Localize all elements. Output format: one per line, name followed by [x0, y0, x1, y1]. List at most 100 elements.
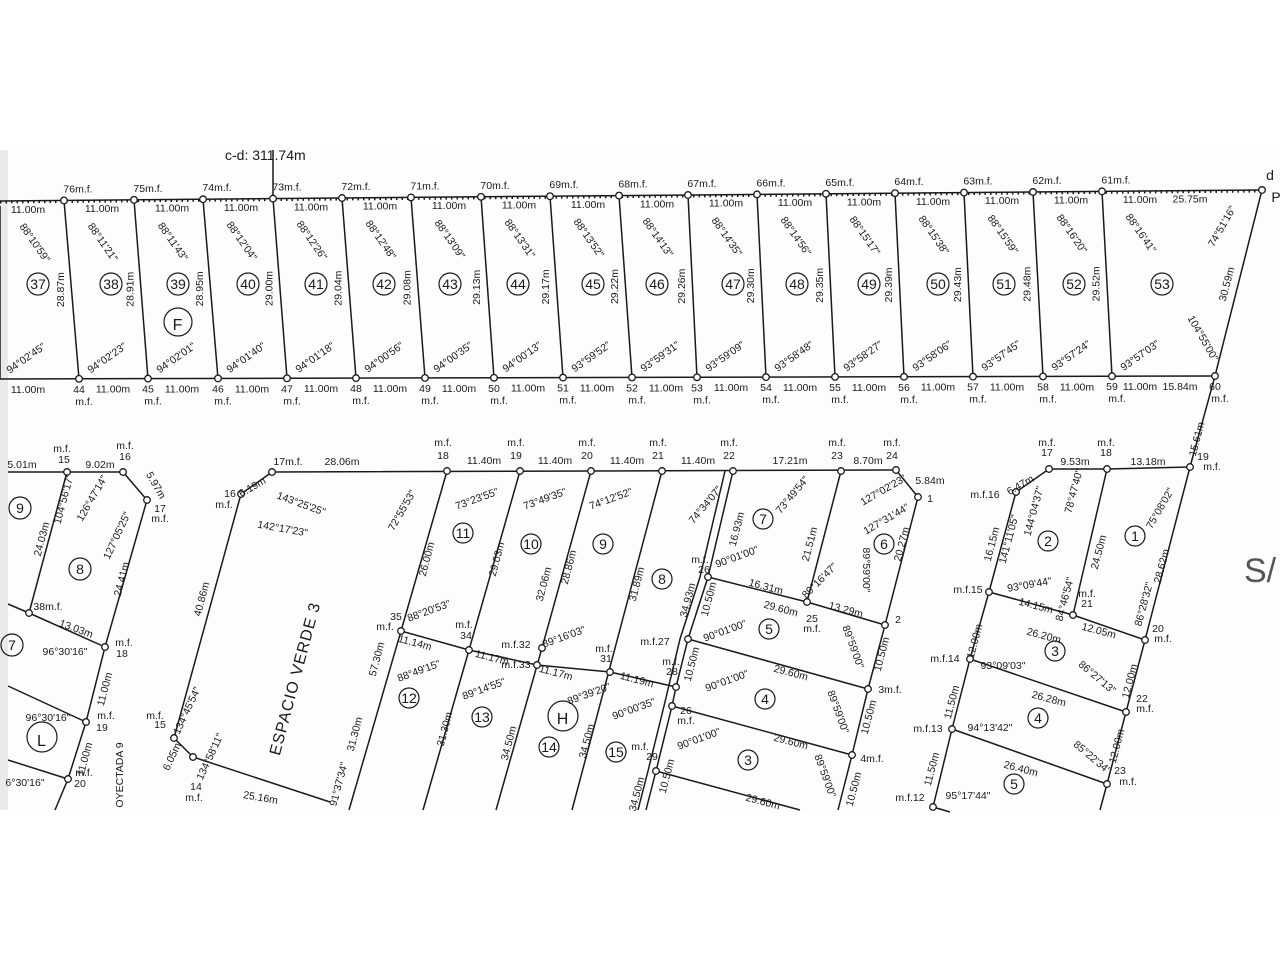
- lot-front-length: 11.40m: [681, 455, 715, 467]
- dimension-label: m.f.: [1078, 588, 1096, 600]
- monument-label: m.f.: [75, 396, 93, 408]
- monument-label: 18: [437, 450, 449, 462]
- dimension-label: m.f.12: [895, 792, 924, 804]
- dimension-label: m.f.: [1136, 703, 1154, 715]
- dimension-label: m.f.: [116, 440, 134, 452]
- monument-label: 21: [652, 450, 664, 462]
- lot-side-length: 28.87m: [55, 272, 67, 307]
- monument-marker-icon: [1103, 465, 1111, 473]
- lot-front-length: 11.00m: [985, 195, 1019, 207]
- lot-side-length: 29.00m: [264, 271, 276, 306]
- lot-rear-length: 11.00m: [165, 384, 199, 396]
- lot-number: 40: [240, 276, 256, 292]
- dimension-label: m.f.16: [970, 489, 999, 501]
- lot-rear-length: 11.00m: [852, 382, 886, 394]
- lot-side-length: 29.22m: [609, 269, 621, 304]
- boundary-line: [571, 470, 663, 811]
- lot-number: 37: [30, 276, 46, 292]
- dimension-label: 94°13'42": [968, 722, 1013, 734]
- lot-side-length: 29.43m: [952, 267, 964, 302]
- monument-marker-icon: [892, 466, 900, 474]
- lot-boundary-line: [410, 197, 426, 379]
- monument-marker-icon: [881, 621, 889, 629]
- dimension-label: m.f.: [662, 656, 680, 668]
- monument-label: m.f.: [883, 437, 901, 449]
- lot-rear-length: 11.00m: [714, 382, 748, 394]
- dimension-label: 19: [1197, 451, 1209, 463]
- dimension-label: 17: [1041, 447, 1053, 459]
- dimension-label: 31: [600, 653, 612, 665]
- lot-number-circle: [651, 568, 673, 590]
- lot-number-circle: [236, 272, 260, 296]
- lot-number: 47: [725, 276, 741, 292]
- lot-rear-length: 11.00m: [783, 382, 817, 394]
- dimension-label: 93°09'03": [981, 660, 1026, 672]
- monument-marker-icon: [1108, 372, 1116, 381]
- monument-label: 56: [898, 382, 910, 394]
- lot-rear-length: 11.00m: [442, 383, 476, 395]
- dimension-label: m.f.: [146, 710, 164, 722]
- lot-number: 48: [789, 276, 805, 292]
- dimension-label: 28.06m: [324, 456, 359, 468]
- monument-label: 47: [281, 383, 293, 395]
- monument-label: m.f.: [144, 396, 162, 408]
- monument-label: m.f.: [762, 394, 780, 406]
- lot-boundary-line: [480, 196, 495, 378]
- monument-marker-icon: [465, 646, 473, 654]
- monument-marker-icon: [101, 643, 109, 651]
- dimension-label: 3m.f.: [878, 684, 901, 696]
- monument-label: 50: [488, 383, 500, 395]
- lot-boundary-line: [272, 198, 288, 379]
- monument-label: 59: [1106, 381, 1118, 393]
- monument-marker-icon: [199, 195, 207, 204]
- monument-label: 22: [723, 450, 735, 462]
- monument-marker-icon: [269, 194, 277, 203]
- lot-side-length: 29.04m: [333, 270, 345, 305]
- lot-side-length: 29.08m: [402, 270, 414, 305]
- lot-boundary-line: [1032, 191, 1044, 377]
- dimension-label: 28: [666, 666, 678, 678]
- boundary-line: [637, 470, 726, 811]
- lot-number: 6: [880, 536, 888, 552]
- dimension-label: 16: [119, 451, 131, 463]
- lot-number-circle: [166, 272, 190, 296]
- lot-front-length: 11.40m: [538, 455, 572, 467]
- monument-label: 55: [829, 382, 841, 394]
- lot-number: 15: [608, 744, 624, 760]
- lot-front-length: 11.00m: [155, 202, 189, 214]
- monument-marker-icon: [82, 718, 90, 726]
- lot-number-circle: [721, 272, 745, 296]
- lot-side-length: 29.39m: [883, 267, 895, 302]
- monument-label: m.f.: [969, 394, 987, 406]
- lot-rear-length: 11.00m: [304, 383, 338, 395]
- boundary-line: [8, 471, 148, 811]
- monument-label: 64m.f.: [894, 176, 923, 188]
- monument-label: 51: [557, 383, 569, 395]
- lot-number-circle: [592, 533, 614, 555]
- lot-side-length: 29.30m: [745, 268, 757, 303]
- lot-number: 45: [585, 276, 601, 292]
- lot-rear-length: 15.84m: [1162, 381, 1197, 393]
- lot-number: 9: [599, 536, 607, 552]
- dimension-label: m.f.: [151, 513, 169, 525]
- lot-boundary-line: [341, 197, 357, 379]
- dimension-label: 26: [680, 705, 692, 717]
- lot-rear-length: 11.00m: [235, 383, 269, 395]
- monument-marker-icon: [559, 373, 567, 382]
- monument-label: 63m.f.: [963, 176, 992, 188]
- lot-number-circle: [857, 272, 881, 296]
- boundary-line: [969, 658, 1127, 713]
- dimension-label: m.f.: [115, 637, 133, 649]
- monument-label: 52: [626, 382, 638, 394]
- monument-label: 73m.f.: [272, 182, 301, 194]
- boundary-line: [1072, 468, 1108, 616]
- monument-marker-icon: [143, 496, 151, 504]
- dimension-label: 25: [806, 613, 818, 625]
- lot-number-circle: [1003, 773, 1025, 795]
- monument-label: m.f.: [490, 395, 508, 407]
- lot-rear-length: 11.00m: [649, 382, 683, 394]
- monument-marker-icon: [1103, 780, 1111, 788]
- monument-marker-icon: [1045, 465, 1053, 473]
- monument-label: 69m.f.: [549, 179, 578, 191]
- lot-front-length: 11.00m: [432, 200, 466, 212]
